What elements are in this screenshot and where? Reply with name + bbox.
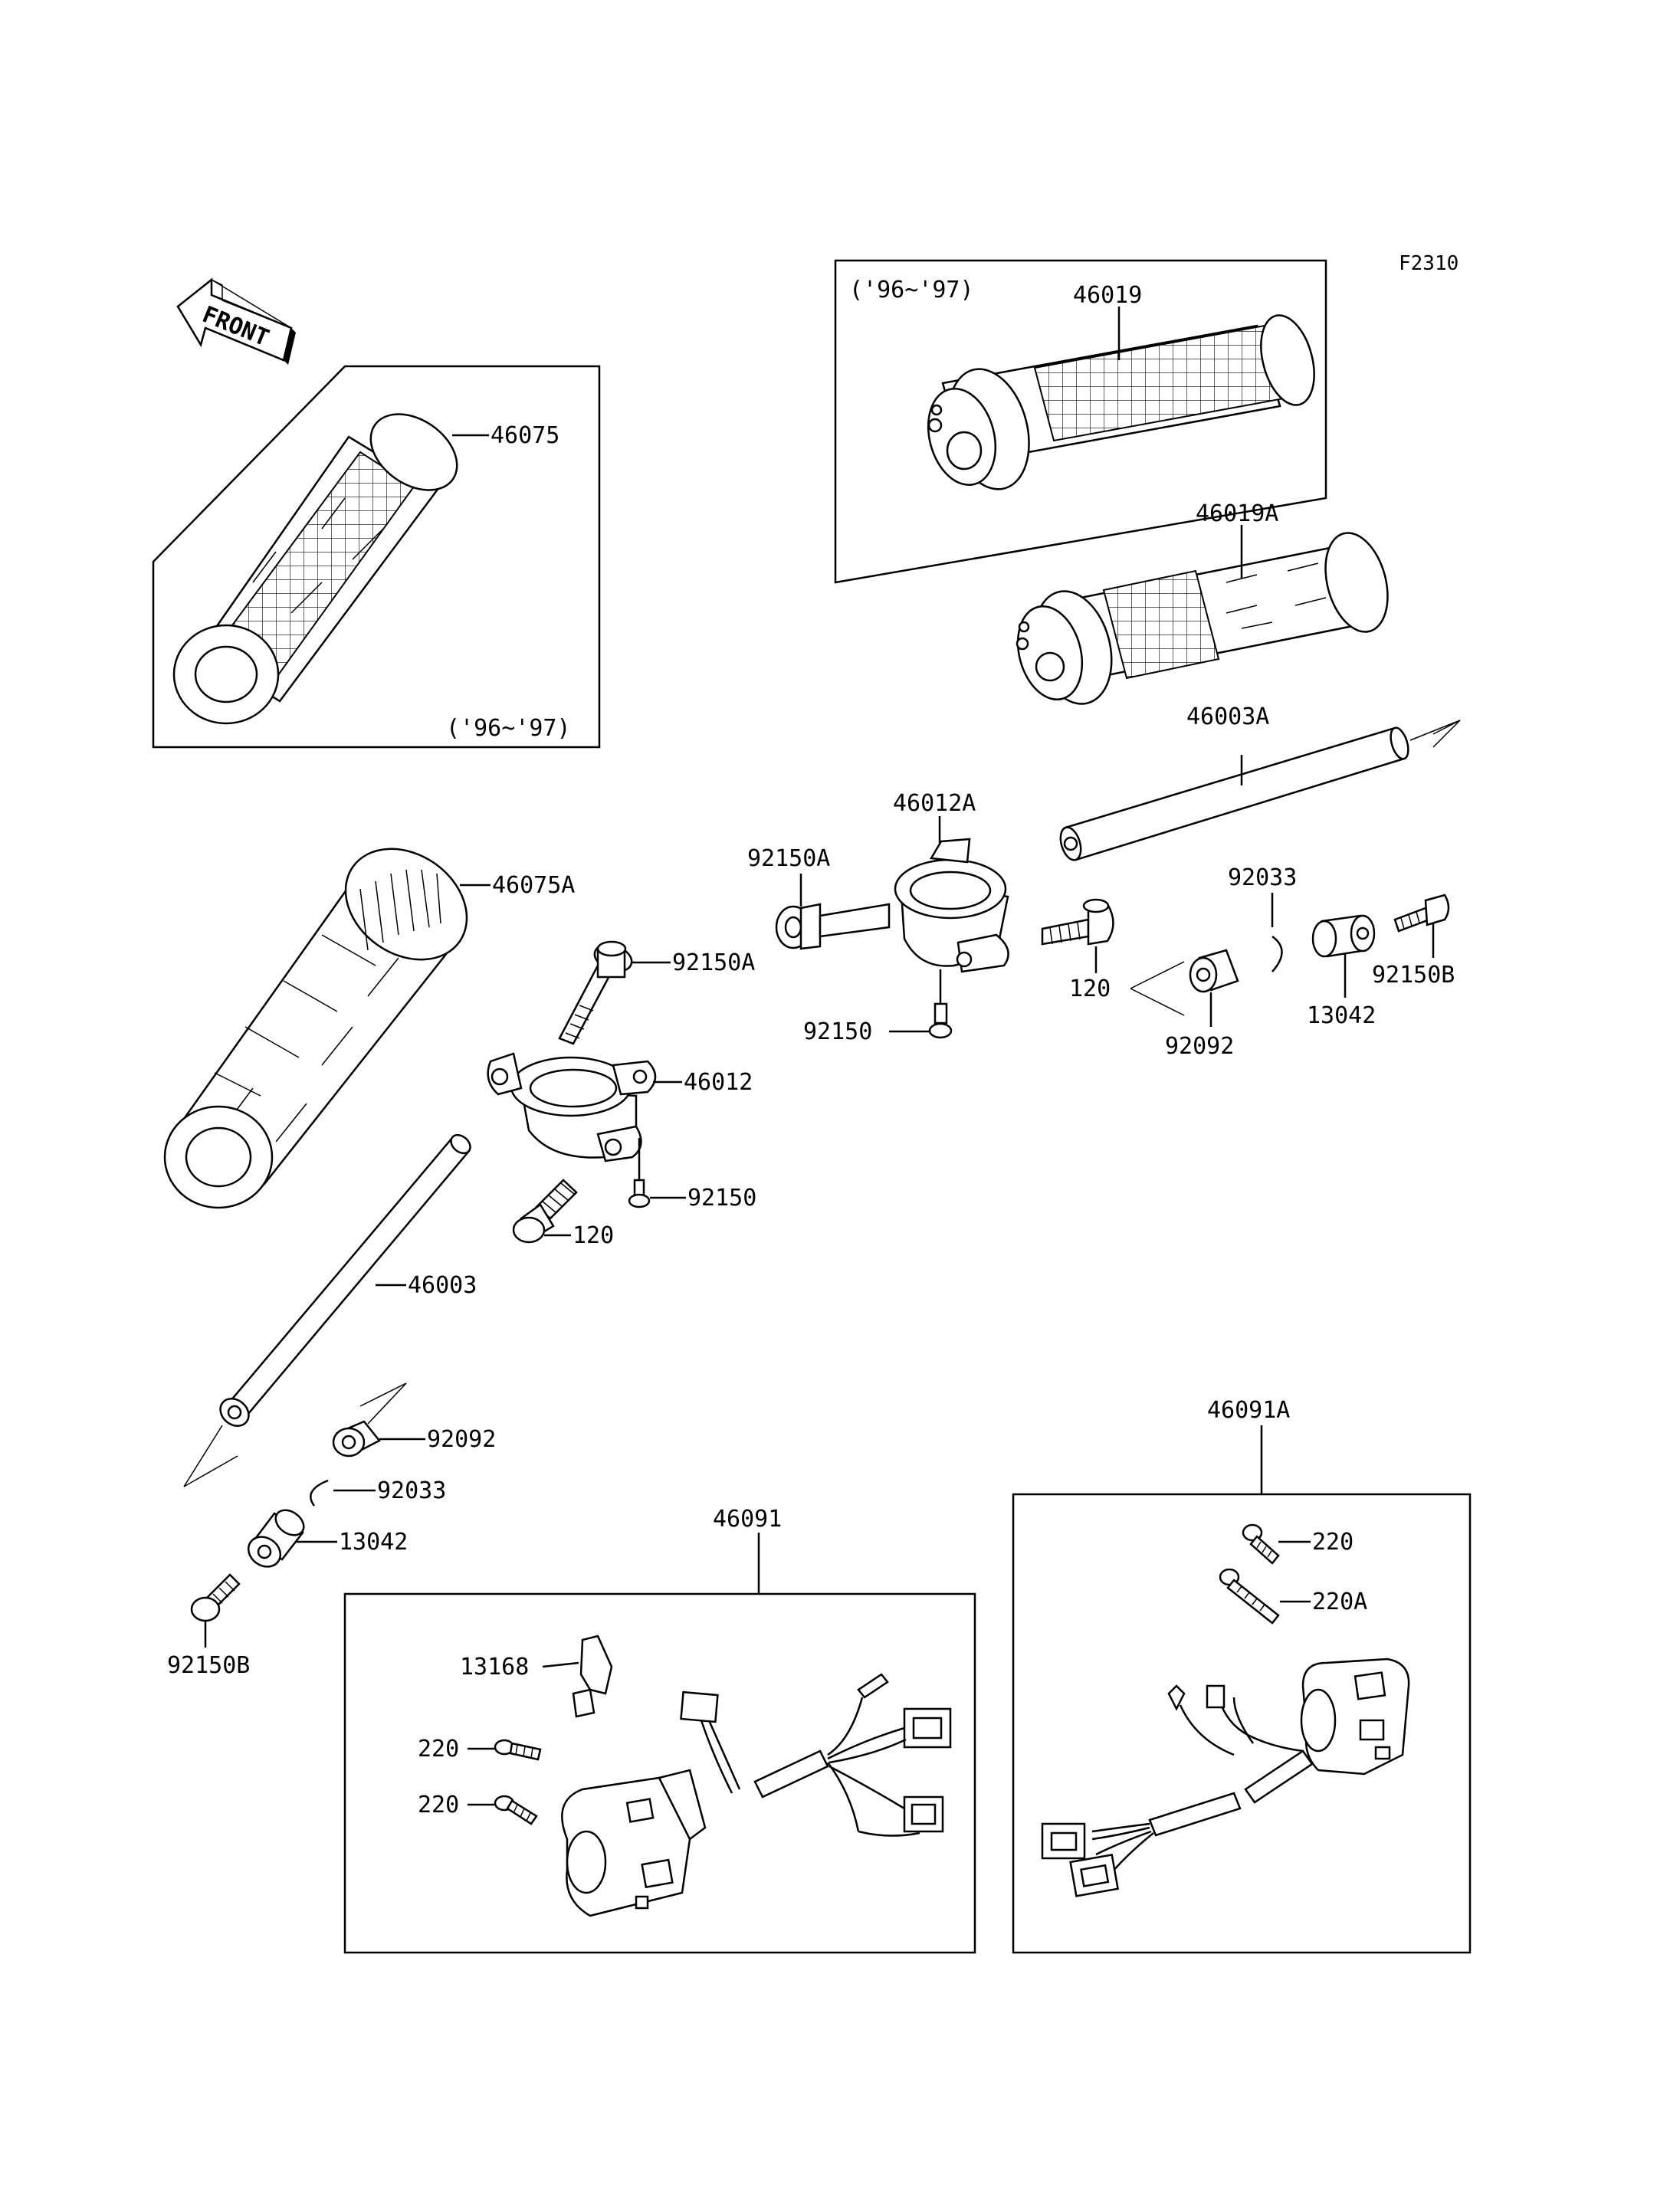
box-46091A [1012, 1493, 1472, 1954]
bolt-92150B-left [190, 1573, 241, 1622]
label-92150A-mid: 92150A [672, 949, 755, 976]
label-92092-right: 92092 [1165, 1033, 1234, 1060]
label-92150B-right: 92150B [1372, 962, 1455, 989]
label-46091A: 46091A [1207, 1397, 1290, 1424]
label-13042-left: 13042 [339, 1529, 408, 1556]
label-120-left: 120 [573, 1222, 614, 1249]
screw-220-b [494, 1795, 538, 1825]
label-92150B-left: 92150B [167, 1652, 250, 1679]
screw-220-a [494, 1739, 542, 1761]
grip-46075 [172, 413, 458, 725]
screw-220-c [1242, 1523, 1280, 1565]
label-220-b: 220 [418, 1792, 459, 1818]
clamp-46012 [487, 1052, 657, 1162]
front-arrow-icon: FRONT [176, 277, 296, 365]
year-note-left: ('96~'97) [446, 715, 571, 742]
label-120-right: 120 [1069, 976, 1111, 1002]
box-46091 [343, 1592, 976, 1954]
bushing-92092-right [1189, 949, 1239, 993]
label-92033-right: 92033 [1228, 864, 1297, 891]
switch-46091A [1041, 1658, 1410, 1897]
bolt-92150B-right [1393, 894, 1450, 933]
tube-46003A [1059, 726, 1409, 861]
label-92092-left: 92092 [427, 1426, 496, 1453]
label-46003A: 46003A [1186, 703, 1269, 730]
label-220-a: 220 [418, 1736, 459, 1763]
ring-92033-right [1271, 935, 1283, 972]
bolt-92150A-top [775, 903, 891, 950]
bushing-92092-left [332, 1420, 381, 1458]
label-46012: 46012 [684, 1069, 753, 1096]
label-13168: 13168 [460, 1654, 529, 1681]
label-92150-top: 92150 [803, 1018, 872, 1045]
label-46019: 46019 [1073, 282, 1142, 309]
grip-46075A [163, 848, 468, 1209]
weight-13042-left [247, 1509, 305, 1568]
label-46012A: 46012A [893, 790, 976, 817]
box-46075: ('96~'97) 46075 [152, 365, 601, 749]
grip-46019A [1016, 532, 1389, 705]
bolt-92150A-mid [558, 940, 633, 1045]
label-92150-mid: 92150 [687, 1185, 756, 1212]
bolt-120-right [1041, 898, 1114, 946]
label-46091: 46091 [713, 1506, 782, 1533]
screw-220A [1219, 1568, 1280, 1625]
label-92033-left: 92033 [377, 1477, 446, 1504]
diagram-code: F2310 [1399, 252, 1459, 275]
screw-92150-top [928, 1002, 953, 1039]
ring-92033-left [310, 1479, 329, 1507]
switch-46091 [561, 1635, 952, 1917]
label-46003: 46003 [408, 1272, 477, 1299]
clamp-46012A [894, 838, 1009, 973]
label-13042-right: 13042 [1307, 1002, 1376, 1029]
bolt-120-left [512, 1179, 578, 1244]
tube-46003 [219, 1133, 471, 1428]
label-92150A-top: 92150A [747, 845, 830, 872]
year-note-top: ('96~'97) [849, 277, 974, 303]
label-220-c: 220 [1312, 1529, 1354, 1556]
label-46075: 46075 [491, 422, 559, 449]
label-220A: 220A [1312, 1589, 1367, 1615]
screw-92150-mid [628, 1179, 651, 1208]
label-46075A: 46075A [492, 872, 575, 899]
grip-46019 [927, 314, 1315, 490]
box-46019: ('96~'97) 46019 [834, 259, 1327, 584]
weight-13042-right [1311, 914, 1376, 958]
label-46019A: 46019A [1196, 500, 1278, 527]
